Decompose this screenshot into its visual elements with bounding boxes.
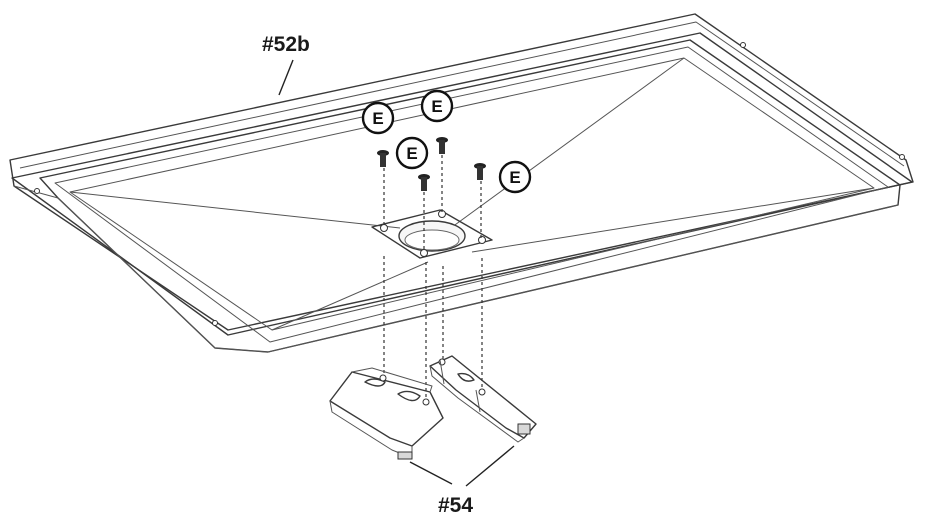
- bracket-alignment-lines: [383, 256, 483, 405]
- callout-e-3: E: [395, 136, 429, 170]
- callout-letter: E: [406, 144, 417, 163]
- callout-letter: E: [372, 109, 383, 128]
- bracket-left: [329, 367, 444, 460]
- screw-icon: [436, 137, 448, 154]
- callout-letter: E: [509, 168, 520, 187]
- bracket-leader-right: [465, 445, 515, 487]
- drain-ridge-right: [471, 187, 875, 253]
- callout-circle: [395, 136, 429, 170]
- bracket-leader-left: [409, 461, 453, 485]
- callout-e-1: E: [361, 101, 395, 135]
- callout-circle: [361, 101, 395, 135]
- callout-circle: [498, 160, 532, 194]
- tray-left-corner: [13, 185, 216, 349]
- part-label-tray: #52b: [262, 33, 310, 96]
- bracket-right: [429, 355, 537, 443]
- drain-ridge-front: [271, 261, 429, 331]
- grease-tray: [9, 13, 914, 353]
- tray-floor: [69, 57, 875, 331]
- screw-icon: [418, 174, 430, 191]
- tray-inner-wall: [54, 46, 889, 343]
- rim-hole: [740, 42, 746, 48]
- screw-alignment-lines: [383, 155, 482, 251]
- callout-circle: [420, 89, 454, 123]
- callout-e-2: E: [420, 89, 454, 123]
- callout-letter: E: [431, 97, 442, 116]
- tray-leader-line: [278, 59, 294, 96]
- plate-hole: [478, 236, 486, 244]
- rim-hole: [899, 154, 905, 160]
- plate-hole: [380, 224, 388, 232]
- drain-ridge-back: [447, 57, 685, 231]
- rim-hole: [212, 320, 218, 326]
- screws: [377, 137, 486, 191]
- tray-front-edge: [214, 204, 899, 353]
- screw-icon: [474, 163, 486, 180]
- plate-hole: [420, 249, 428, 257]
- bracket-part-number: #54: [438, 494, 473, 517]
- drain-hole-lip: [404, 229, 460, 251]
- callout-e-4: E: [498, 160, 532, 194]
- screw-icon: [377, 150, 389, 167]
- drain-plate: [371, 209, 493, 259]
- tray-part-number: #52b: [262, 33, 310, 56]
- tray-rim-ridge: [19, 21, 905, 169]
- rim-hole: [34, 188, 40, 194]
- drain-ridge-left: [69, 191, 401, 229]
- part-label-bracket: #54: [409, 445, 515, 517]
